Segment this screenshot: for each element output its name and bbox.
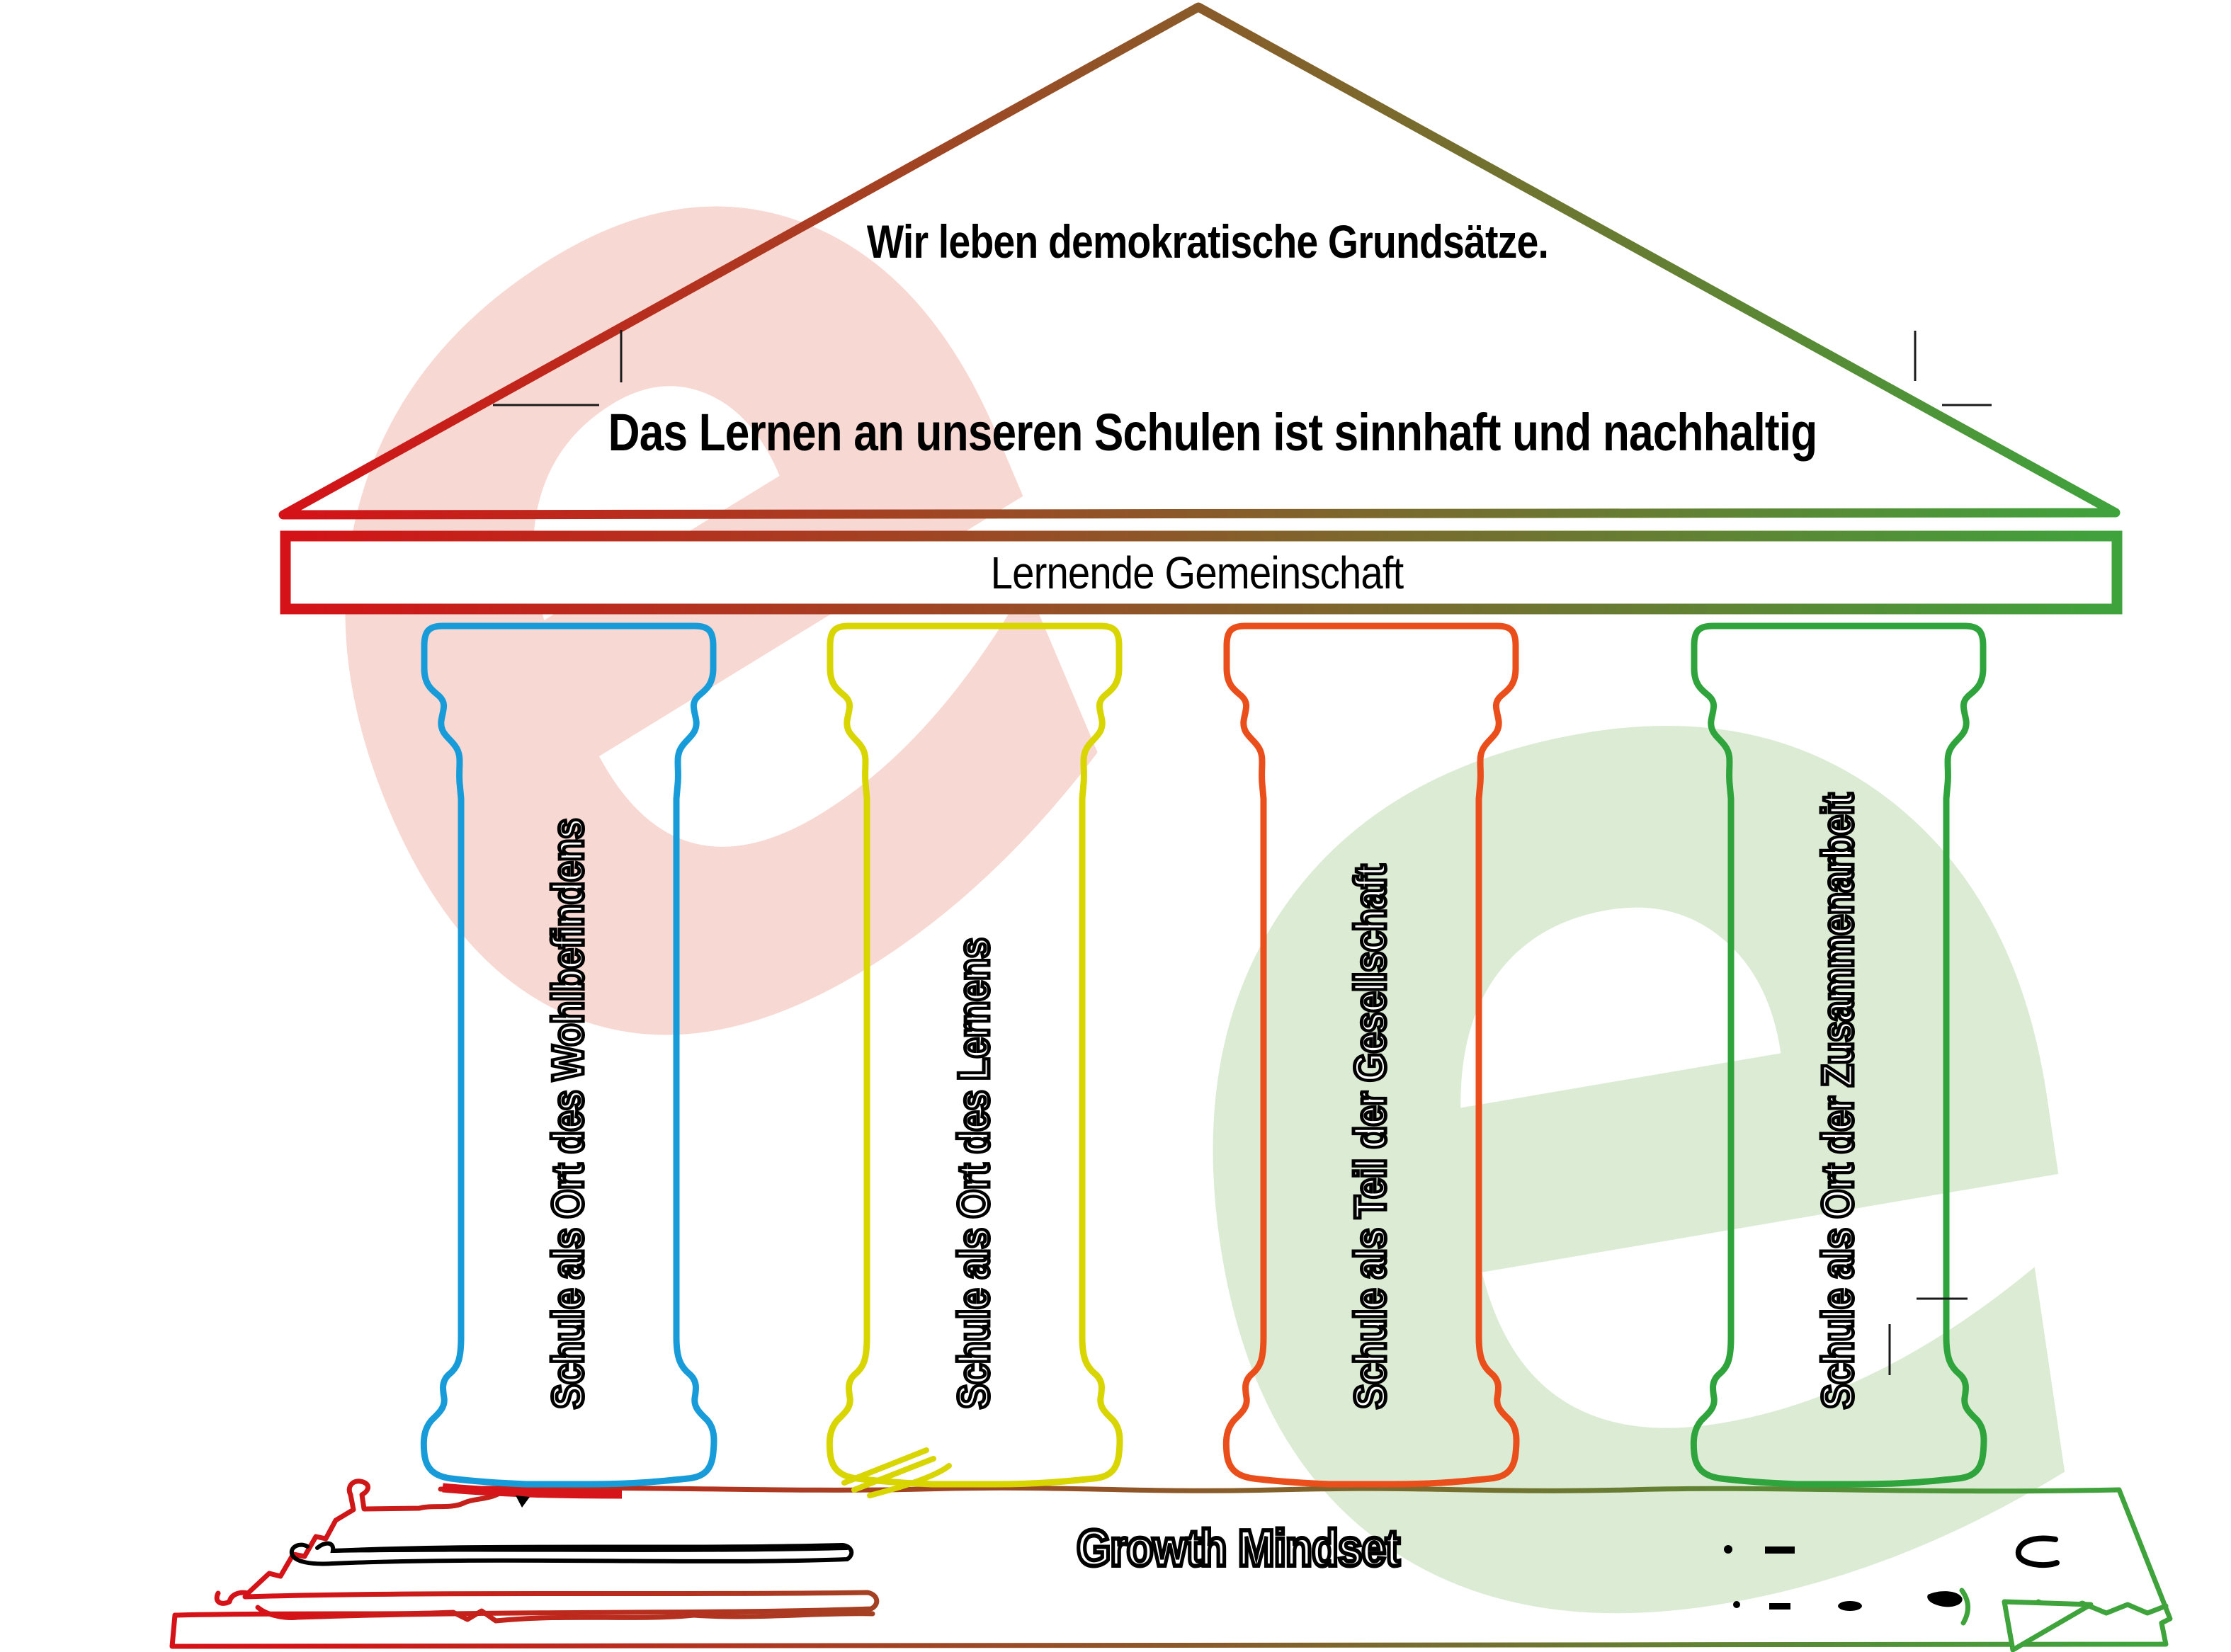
sketch-black-c-shape (2015, 1535, 2060, 1568)
sketch-black-marks (516, 1496, 1963, 1611)
sketch-yellow-foot (841, 1447, 952, 1498)
pillar-label-wohlbefinden: Schule als Ort des Wohlbefindens (543, 817, 595, 1411)
plinth-right-and-bottom (169, 1487, 2173, 1649)
sketch-red-accent (442, 1483, 623, 1499)
pillar-label-gesellschaft: Schule als Teil der Gesellschaft (1345, 863, 1397, 1411)
sketch-black-lines (289, 1541, 854, 1566)
plinth-left-wedge (214, 1479, 612, 1606)
watermark-e-green: e (1013, 95, 2229, 1652)
base-plinth (169, 1479, 2173, 1649)
base-label-growth-mindset: Growth Mindset (1075, 1518, 1402, 1579)
tick-marks (493, 330, 1992, 1375)
beam-label: Lernende Gemeinschaft (990, 547, 1404, 598)
sketch-green-marks (1959, 1588, 2169, 1652)
plinth-top-line (438, 1485, 2122, 1494)
roof-motto-line2: Das Lernen an unseren Schulen ist sinnha… (608, 403, 1818, 462)
plinth-bottom-wiggle (172, 1608, 875, 1624)
pillar-label-lernen: Schule als Ort des Lernens (948, 937, 1001, 1411)
beam-box (280, 530, 2123, 615)
pillar-label-zusammenarbeit: Schule als Ort der Zusammenarbeit (1812, 792, 1865, 1411)
roof-motto-line1: Wir leben demokratische Grundsätze. (866, 215, 1549, 268)
roof-triangle (278, 2, 2121, 520)
